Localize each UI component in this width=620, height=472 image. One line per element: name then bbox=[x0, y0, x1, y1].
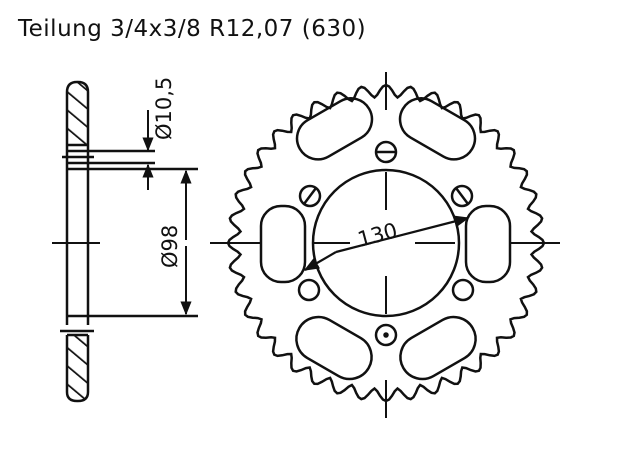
side-view bbox=[52, 80, 220, 403]
dimension-bolt-circle bbox=[303, 215, 470, 271]
drawing-title: Teilung 3/4x3/8 R12,07 (630) bbox=[18, 16, 367, 42]
dimension-center-bore-label: Ø98 bbox=[158, 225, 182, 268]
front-view bbox=[220, 72, 560, 418]
dimension-bolt-circle-label: 130 bbox=[355, 218, 400, 252]
dimension-bolt-hole-label: Ø10,5 bbox=[152, 77, 176, 140]
